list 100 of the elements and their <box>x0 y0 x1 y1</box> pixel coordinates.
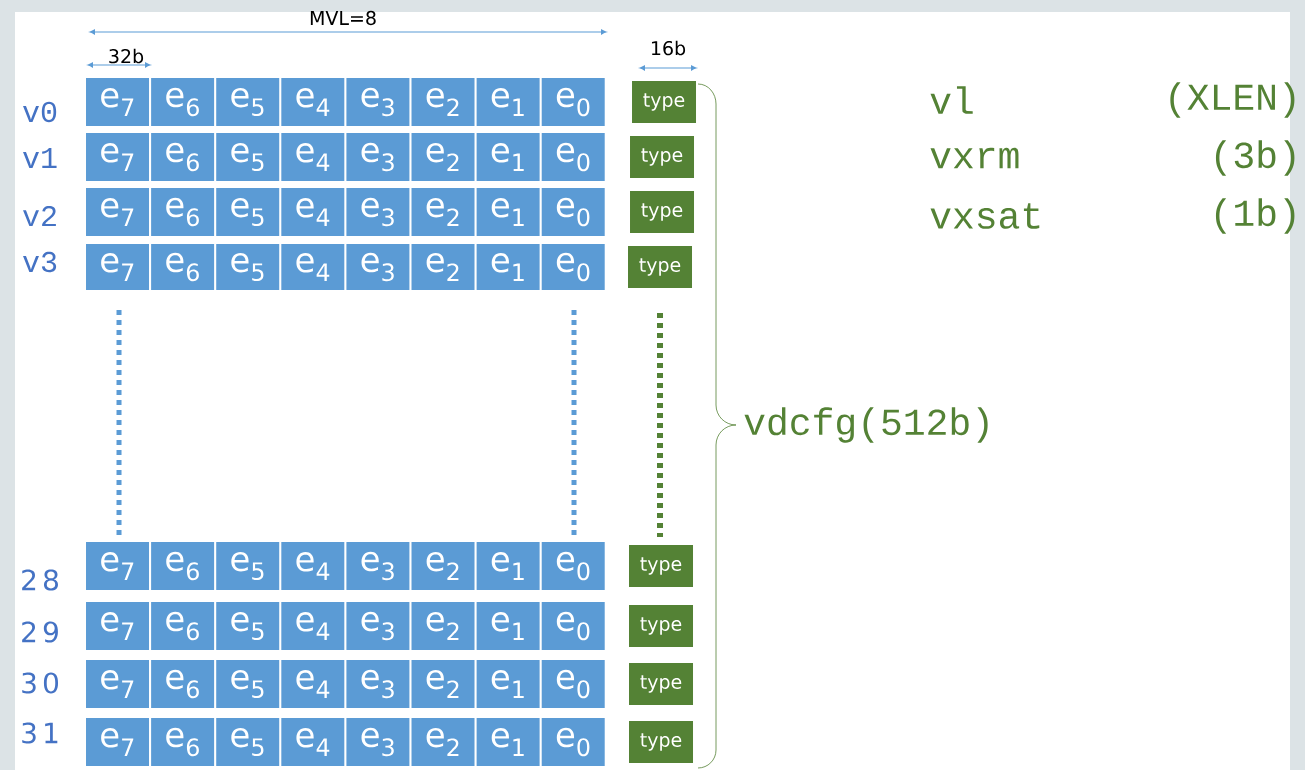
element-cell: e$_{1}$ <box>476 542 540 590</box>
node-label: e$_{2}$ <box>426 727 459 757</box>
element-cell: e$_{5}$ <box>216 542 280 590</box>
element-cell: e$_{4}$ <box>281 660 345 708</box>
element-cell: e$_{6}$ <box>151 542 215 590</box>
node-label: e$_{3}$ <box>361 551 394 581</box>
element-cell: e$_{3}$ <box>346 188 410 236</box>
element-cell: e$_{0}$ <box>541 660 605 708</box>
register-label: v3 <box>23 251 57 273</box>
element-cell: e$_{4}$ <box>281 244 345 290</box>
node-label: e$_{5}$ <box>231 551 264 581</box>
node-label: e$_{2}$ <box>426 551 459 581</box>
register-label: 28 <box>22 569 58 591</box>
element-cell: e$_{4}$ <box>281 542 345 590</box>
node-label: e$_{6}$ <box>166 611 199 641</box>
element-cell: e$_{4}$ <box>281 78 345 126</box>
dimension-label: MVL=8 <box>310 10 376 26</box>
node-label: e$_{3}$ <box>361 87 394 117</box>
node-label: e$_{5}$ <box>231 611 264 641</box>
element-cell: e$_{2}$ <box>411 244 475 290</box>
register-label: v2 <box>23 205 56 227</box>
node-label: e$_{0}$ <box>556 669 590 699</box>
node-label: e$_{1}$ <box>491 253 524 281</box>
node-label: e$_{2}$ <box>426 197 459 227</box>
element-cell: e$_{1}$ <box>476 78 540 126</box>
element-cell: e$_{3}$ <box>346 244 410 290</box>
register-name: vdcfg(512b) <box>744 407 988 443</box>
element-cell: e$_{4}$ <box>281 602 345 650</box>
node-label: e$_{5}$ <box>231 87 264 117</box>
node-label: e$_{0}$ <box>556 727 590 757</box>
node-label: e$_{1}$ <box>491 728 524 756</box>
node-label: e$_{6}$ <box>166 727 199 757</box>
register-label: 29 <box>22 621 58 643</box>
node-label: e$_{5}$ <box>231 727 264 757</box>
element-cell: e$_{0}$ <box>541 133 605 181</box>
element-cell: e$_{0}$ <box>541 78 605 126</box>
register-label: 31 <box>22 722 58 744</box>
element-cell: e$_{3}$ <box>346 542 410 590</box>
element-cell: e$_{5}$ <box>216 660 280 708</box>
element-cell: e$_{1}$ <box>476 602 540 650</box>
element-cell: e$_{6}$ <box>151 133 215 181</box>
element-cell: e$_{0}$ <box>541 718 605 766</box>
element-cell: e$_{5}$ <box>216 244 280 290</box>
node-label: e$_{5}$ <box>231 197 264 227</box>
node-label: e$_{0}$ <box>556 197 590 227</box>
node-label: e$_{0}$ <box>556 611 590 641</box>
element-cell: e$_{7}$ <box>86 542 149 590</box>
node-label: e$_{1}$ <box>491 88 524 116</box>
element-cell: e$_{2}$ <box>411 188 475 236</box>
element-cell: e$_{1}$ <box>476 244 540 290</box>
type-box: type <box>629 721 693 763</box>
element-cell: e$_{7}$ <box>86 602 149 650</box>
register-width: (3b) <box>1215 140 1295 176</box>
node-label: e$_{5}$ <box>231 669 264 699</box>
element-cell: e$_{6}$ <box>151 718 215 766</box>
element-cell: e$_{5}$ <box>216 78 280 126</box>
element-cell: e$_{2}$ <box>411 542 475 590</box>
node-label: e$_{1}$ <box>491 198 524 226</box>
element-cell: e$_{2}$ <box>411 602 475 650</box>
node-label: e$_{6}$ <box>166 252 199 282</box>
element-cell: e$_{7}$ <box>86 718 149 766</box>
type-box: type <box>628 246 692 288</box>
node-label: e$_{2}$ <box>426 252 459 282</box>
element-cell: e$_{4}$ <box>281 718 345 766</box>
node-label: e$_{4}$ <box>296 612 330 640</box>
element-cell: e$_{3}$ <box>346 133 410 181</box>
node-label: e$_{1}$ <box>491 552 524 580</box>
node-label: e$_{6}$ <box>166 142 199 172</box>
element-cell: e$_{6}$ <box>151 602 215 650</box>
node-label: e$_{0}$ <box>556 551 590 581</box>
element-cell: e$_{1}$ <box>476 188 540 236</box>
register-name: vxsat <box>930 203 1040 229</box>
element-cell: e$_{0}$ <box>541 542 605 590</box>
element-cell: e$_{1}$ <box>476 660 540 708</box>
element-cell: e$_{2}$ <box>411 718 475 766</box>
element-cell: e$_{0}$ <box>541 244 605 290</box>
element-cell: e$_{3}$ <box>346 660 410 708</box>
node-label: e$_{6}$ <box>166 197 199 227</box>
element-cell: e$_{7}$ <box>86 188 149 236</box>
element-cell: e$_{5}$ <box>216 602 280 650</box>
dimension-label: 32b <box>109 48 144 64</box>
node-label: e$_{4}$ <box>296 552 330 580</box>
node-label: e$_{4}$ <box>296 88 330 116</box>
node-label: e$_{5}$ <box>231 142 264 172</box>
node-label: e$_{1}$ <box>491 143 524 171</box>
node-label: e$_{1}$ <box>491 670 524 698</box>
register-width: (1b) <box>1215 198 1295 234</box>
register-label: v0 <box>23 101 57 123</box>
element-cell: e$_{2}$ <box>411 660 475 708</box>
node-label: e$_{4}$ <box>296 198 330 226</box>
type-box: type <box>632 81 696 123</box>
node-label: e$_{0}$ <box>556 87 590 117</box>
element-cell: e$_{6}$ <box>151 660 215 708</box>
node-label: e$_{3}$ <box>361 669 394 699</box>
type-box: type <box>629 545 693 587</box>
element-cell: e$_{1}$ <box>476 718 540 766</box>
element-cell: e$_{0}$ <box>541 188 605 236</box>
element-cell: e$_{2}$ <box>411 133 475 181</box>
node-label: e$_{2}$ <box>426 669 459 699</box>
element-cell: e$_{3}$ <box>346 602 410 650</box>
